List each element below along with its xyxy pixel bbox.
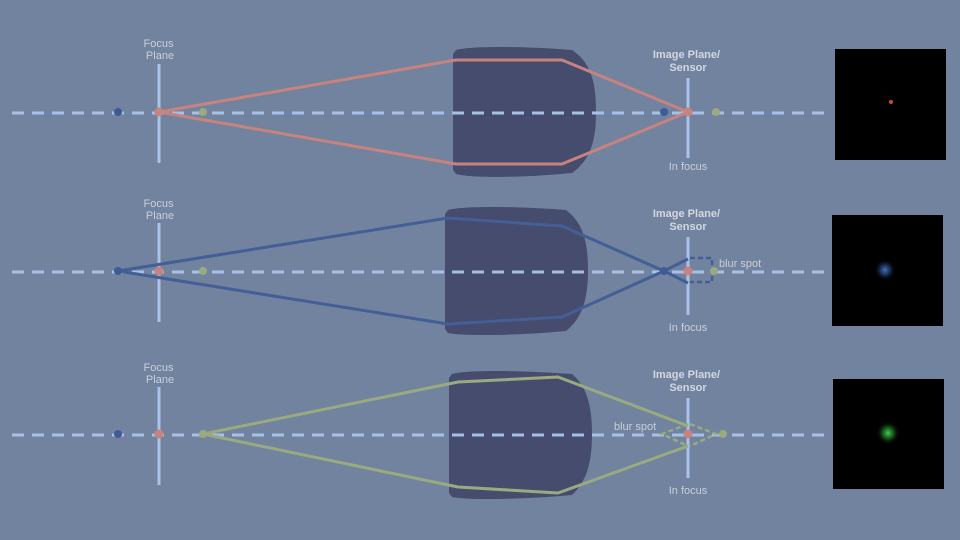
far-point [199, 267, 207, 275]
preview-spot [876, 421, 900, 445]
ray-upper [158, 58, 689, 114]
sensor-label-line1: Image Plane/ [653, 369, 720, 381]
blur-spot-outline [690, 256, 714, 284]
near-point [114, 267, 122, 275]
sensor-label: Image Plane/ Sensor [653, 369, 723, 394]
blur-spot-label: blur spot [719, 258, 761, 270]
focus-plane-label: Focus Plane [143, 198, 176, 222]
sensor-label-line2: Sensor [669, 221, 707, 233]
sensor-label-line2: Sensor [669, 62, 707, 74]
focus-plane-label-line1: Focus [143, 198, 173, 210]
image-near-point [660, 108, 668, 116]
focus-plane-label: Focus Plane [143, 38, 176, 62]
focus-point [154, 107, 164, 117]
preview-spot [874, 259, 896, 281]
image-far-point [710, 267, 718, 275]
image-focus-point [683, 107, 693, 117]
sensor-label-line2: Sensor [669, 382, 707, 394]
in-focus-label: In focus [669, 485, 708, 497]
near-point [114, 108, 122, 116]
image-near-point [660, 267, 668, 275]
row-far: Focus Plane Image Plane/ Sensor In focus… [12, 362, 944, 500]
sensor-label: Image Plane/ Sensor [653, 208, 723, 233]
blur-spot-label: blur spot [614, 421, 656, 433]
blur-spot-outline [658, 422, 720, 448]
far-point [199, 430, 207, 438]
focus-plane-label-line2: Plane [146, 210, 174, 222]
focus-point [154, 429, 164, 439]
sensor-label: Image Plane/ Sensor [653, 49, 723, 74]
row-near: Focus Plane Image Plane/ Sensor In focus… [12, 198, 943, 336]
focus-plane-label: Focus Plane [143, 362, 176, 386]
ray-lower [117, 269, 689, 326]
image-focus-point [683, 266, 693, 276]
near-point [114, 430, 122, 438]
focus-plane-label-line2: Plane [146, 374, 174, 386]
far-point [199, 108, 207, 116]
image-focus-point [683, 429, 693, 439]
in-focus-label: In focus [669, 322, 708, 334]
in-focus-label: In focus [669, 161, 708, 173]
preview-spot [889, 100, 893, 104]
ray-lower [158, 110, 689, 166]
focus-plane-label-line1: Focus [143, 38, 173, 50]
sensor-preview [835, 49, 946, 160]
focus-plane-label-line2: Plane [146, 50, 174, 62]
sensor-label-line1: Image Plane/ [653, 208, 720, 220]
image-far-point [712, 108, 720, 116]
focus-point [154, 266, 164, 276]
ray-upper [202, 375, 689, 436]
lens [453, 47, 596, 177]
image-far-point [719, 430, 727, 438]
ray-upper [117, 216, 689, 273]
row-in-focus: Focus Plane Image Plane/ Sensor In focus [12, 38, 946, 177]
sensor-label-line1: Image Plane/ [653, 49, 720, 61]
ray-lower [202, 432, 689, 495]
focus-plane-label-line1: Focus [143, 362, 173, 374]
